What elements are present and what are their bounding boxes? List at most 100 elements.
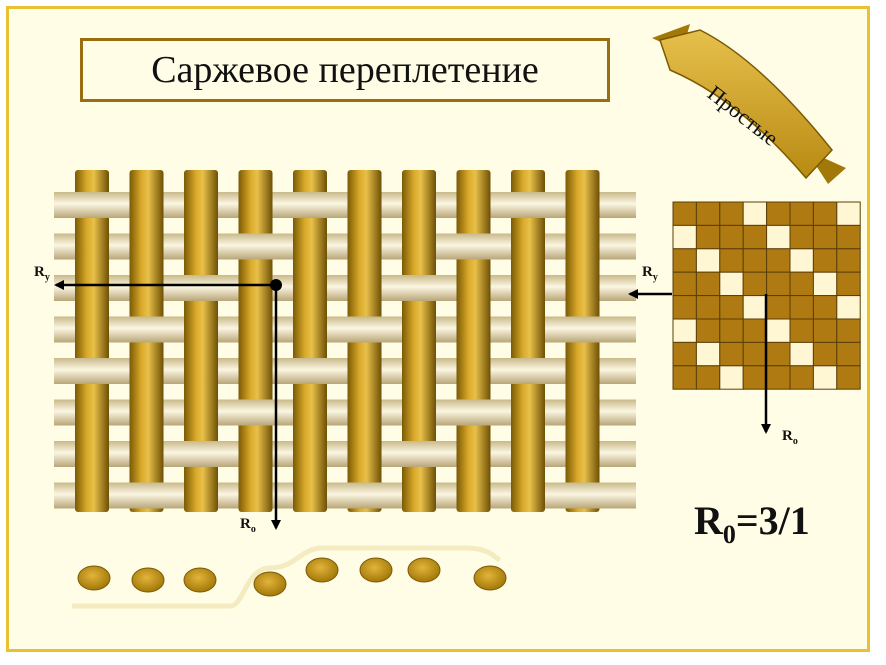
warp-cross-section	[305, 557, 339, 583]
warp-repeat-label-right: Rо	[782, 428, 798, 447]
grid-cell-empty	[789, 248, 814, 273]
grid-cell-filled	[789, 365, 814, 390]
grid-cell-filled	[766, 295, 791, 320]
grid-cell-filled	[836, 341, 861, 367]
grid-cell-filled	[742, 365, 768, 390]
grid-cell-empty	[836, 201, 861, 226]
warp-cross-section	[131, 567, 165, 593]
cross-section	[72, 545, 507, 609]
grid-cell-filled	[812, 248, 838, 273]
warp-thread	[238, 170, 273, 512]
weft-float	[232, 233, 279, 260]
grid-cell-empty	[672, 224, 697, 250]
grid-cell-empty	[695, 341, 721, 367]
grid-cell-filled	[672, 248, 697, 273]
warp-cross-section	[183, 567, 217, 593]
grid-cell-filled	[719, 248, 744, 273]
weave-repeat-arrows: Rу Rо	[34, 264, 282, 535]
weft-repeat-label-right: Rу	[642, 264, 658, 283]
grid-cell-filled	[812, 318, 838, 343]
grid-cell-filled	[836, 365, 861, 390]
warp-repeat-label-left: Rо	[240, 516, 256, 535]
grid-cell-filled	[719, 224, 744, 250]
weft-repeat-label-left: Rу	[34, 264, 50, 283]
grid-cell-empty	[742, 295, 768, 320]
grid-cell-filled	[812, 201, 838, 226]
weft-float	[69, 358, 115, 384]
grid-cell-filled	[789, 271, 814, 297]
grid-cell-empty	[812, 365, 838, 390]
page-title: Саржевое переплетение	[151, 49, 539, 91]
grid-cell-filled	[719, 341, 744, 367]
grid-cell-empty	[695, 248, 721, 273]
weft-float	[232, 399, 279, 426]
weft-float	[450, 399, 497, 426]
grid-cell-filled	[672, 201, 697, 226]
grid-cell-empty	[836, 295, 861, 320]
grid-cell-filled	[695, 365, 721, 390]
warp-thread	[511, 170, 545, 512]
grid-cell-filled	[812, 341, 838, 367]
grid-cell-empty	[789, 341, 814, 367]
grid-cell-filled	[812, 224, 838, 250]
grid-cell-filled	[742, 271, 768, 297]
grid-cell-filled	[742, 341, 768, 367]
grid-cell-filled	[836, 271, 861, 297]
ribbon-banner: Простые	[652, 24, 846, 184]
grid-cell-filled	[742, 248, 768, 273]
warp-thread	[184, 170, 218, 512]
weft-float	[505, 358, 551, 384]
grid-cell-filled	[766, 341, 791, 367]
warp-thread	[293, 170, 327, 512]
weft-float	[69, 192, 115, 218]
repeat-formula: R0=3/1	[694, 498, 810, 549]
grid-cell-filled	[695, 295, 721, 320]
weft-float	[559, 482, 606, 509]
grid-cell-empty	[766, 224, 791, 250]
warp-cross-section	[407, 557, 441, 583]
grid-cell-filled	[672, 365, 697, 390]
grid-cell-filled	[789, 201, 814, 226]
grid-cell-empty	[742, 201, 768, 226]
warp-cross-section	[359, 557, 393, 583]
weft-float	[123, 482, 170, 509]
grid-cell-filled	[695, 224, 721, 250]
grid-cell-filled	[695, 318, 721, 343]
grid-cell-filled	[836, 224, 861, 250]
weft-float	[287, 358, 333, 384]
warp-cross-section	[473, 565, 507, 591]
grid-cell-filled	[695, 271, 721, 297]
weft-float	[341, 482, 388, 509]
weft-float	[341, 316, 388, 343]
grid-cell-empty	[672, 318, 697, 343]
grid-cell-filled	[836, 248, 861, 273]
warp-cross-section	[77, 565, 111, 591]
weft-float	[396, 275, 442, 301]
grid-cell-filled	[719, 295, 744, 320]
weft-float	[287, 192, 333, 218]
grid-cell-filled	[789, 295, 814, 320]
grid-cell-filled	[766, 201, 791, 226]
warp-thread	[456, 170, 491, 512]
grid-cell-empty	[766, 318, 791, 343]
twill-weave	[54, 170, 636, 512]
grid-cell-filled	[766, 365, 791, 390]
grid-cell-filled	[766, 248, 791, 273]
weft-float	[178, 275, 224, 301]
warp-thread	[75, 170, 109, 512]
grid-cell-filled	[672, 341, 697, 367]
weft-float	[396, 441, 442, 467]
grid-cell-filled	[742, 318, 768, 343]
weft-float	[505, 192, 551, 218]
title-box: Саржевое переплетение	[80, 38, 610, 102]
grid-cell-filled	[836, 318, 861, 343]
grid-cell-filled	[789, 318, 814, 343]
grid-cell-filled	[766, 271, 791, 297]
weave-draft-grid: Rу Rо	[628, 201, 861, 447]
weft-float	[450, 233, 497, 260]
warp-cross-section	[253, 571, 287, 597]
warp-thread	[402, 170, 436, 512]
grid-cell-filled	[719, 318, 744, 343]
